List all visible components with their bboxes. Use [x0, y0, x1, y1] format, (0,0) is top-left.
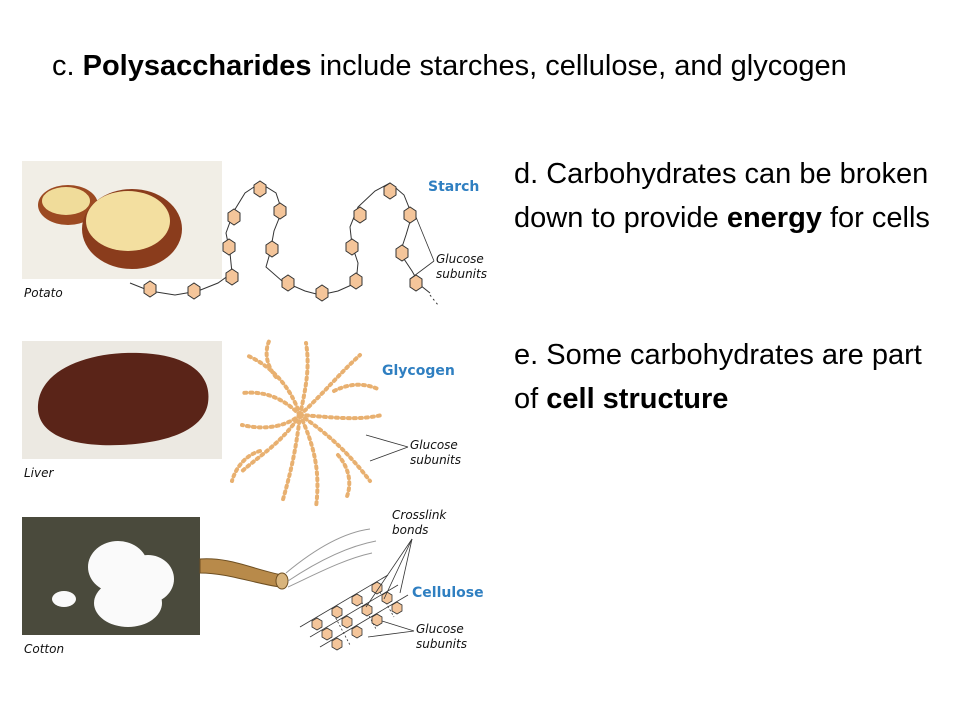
item-e-bold-term: cell structure	[546, 383, 729, 415]
item-d-energy: d. Carbohydrates can be broken down to p…	[514, 152, 944, 240]
starch-glucose-subunits	[143, 180, 423, 302]
cellulose-chains	[299, 574, 409, 651]
starch-chain	[129, 180, 439, 306]
glycogen-glucose-label-1: Glucose	[410, 438, 458, 452]
crosslink-callout: Crosslink bonds	[365, 508, 447, 608]
item-e-line: e. Some carbohydrates are part of	[514, 339, 922, 415]
item-e-structure: e. Some carbohydrates are part of cell s…	[514, 333, 944, 421]
starch-title: Starch	[428, 179, 479, 195]
potato-caption: Potato	[24, 286, 63, 300]
starch-continuation	[429, 294, 439, 306]
liver-panel: Liver	[22, 341, 222, 480]
item-d-bold-term: energy	[726, 202, 822, 234]
cellulose-glucose-subunits	[311, 581, 403, 651]
glycogen-title: Glycogen	[382, 363, 455, 379]
cellulose-fiber	[199, 528, 377, 590]
potato-panel: Potato	[22, 161, 222, 300]
glycogen-structure	[230, 337, 384, 509]
cotton-image	[52, 541, 174, 627]
cellulose-glucose-callout: Glucose subunits	[367, 620, 467, 651]
cotton-caption: Cotton	[24, 642, 64, 656]
crosslink-label-2: bonds	[392, 523, 428, 537]
item-d-line: d. Carbohydrates can be broken down to p…	[514, 158, 929, 234]
starch-glucose-callout: Glucose subunits	[409, 216, 487, 281]
glycogen-glucose-callout: Glucose subunits	[365, 434, 461, 467]
liver-image	[37, 352, 209, 446]
starch-glucose-label-1: Glucose	[436, 252, 484, 266]
glycogen-glucose-label-2: subunits	[410, 453, 461, 467]
item-d-rest: for cells	[821, 202, 930, 234]
cellulose-title: Cellulose	[412, 585, 484, 601]
cellulose-glucose-label-2: subunits	[416, 637, 467, 651]
crosslink-label-1: Crosslink	[392, 508, 447, 522]
liver-caption: Liver	[24, 466, 55, 480]
starch-glucose-label-2: subunits	[436, 267, 487, 281]
item-c-bold-term: Polysaccharides	[82, 50, 312, 82]
item-c-rest: include starches, cellulose, and glycoge…	[311, 50, 847, 82]
item-c-prefix: c.	[52, 50, 83, 82]
cotton-panel: Cotton	[22, 517, 200, 656]
potato-image	[38, 185, 182, 269]
cellulose-glucose-label-1: Glucose	[416, 622, 464, 636]
polysaccharide-figure: Potato Starch Glucose subuni	[22, 161, 487, 656]
item-c-polysaccharides: c. Polysaccharides include starches, cel…	[52, 44, 892, 88]
